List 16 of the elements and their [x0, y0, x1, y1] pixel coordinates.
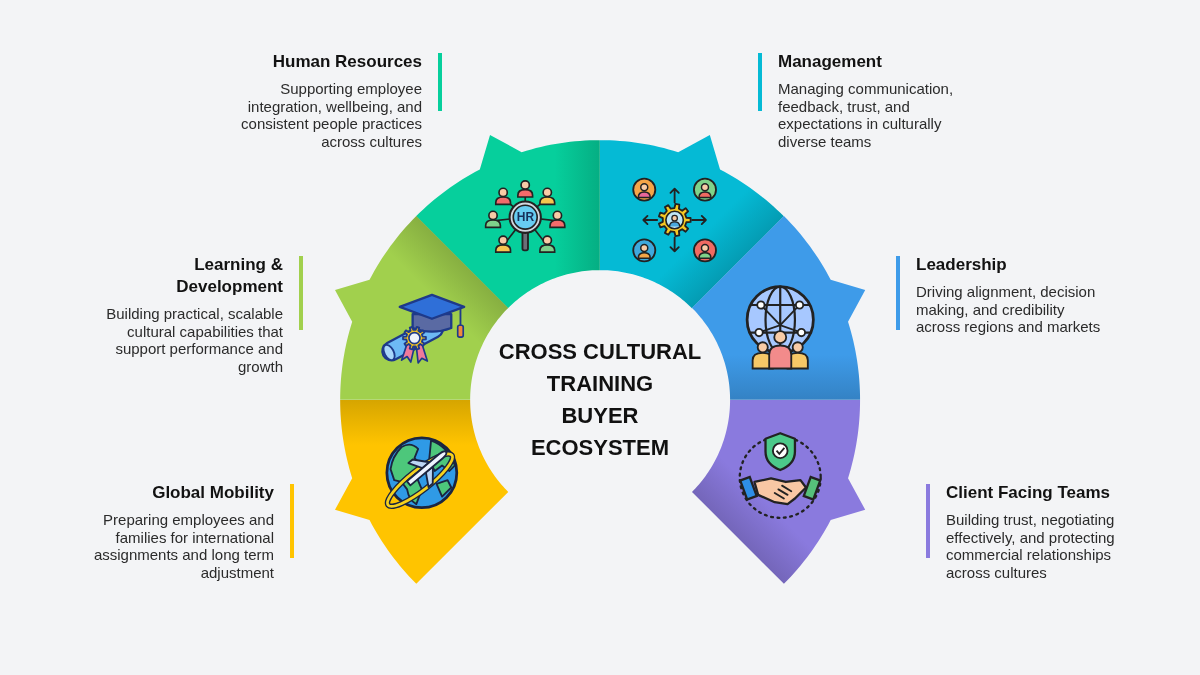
segment-heading: Leadership [916, 254, 1007, 276]
segment-heading: Human Resources [272, 51, 422, 73]
segment-description: Preparing employees and families for international assignments and long term adjustment [92, 511, 274, 581]
segment-description: Managing communication, feedback, trust, and expectations in culturally diverse teams [778, 80, 955, 150]
segment-description: Building trust, negotiating effectively, and protecting commercial relationships across cultures [946, 511, 1116, 581]
segment-description: Supporting employee integration, wellbeing, and consistent people practices across cultures [240, 80, 422, 150]
ring-segment [334, 400, 509, 584]
ring-segment [691, 400, 866, 584]
segment-heading: Global Mobility [152, 482, 274, 504]
hub-title: CROSS CULTURAL TRAINING BUYER ECOSYSTEM [485, 336, 715, 464]
segment-heading: Learning & Development [175, 254, 283, 298]
segment-heading: Client Facing Teams [946, 482, 1111, 504]
segment-heading: Management [778, 51, 882, 73]
segment-description: Driving alignment, decision making, and credibility across regions and markets [916, 283, 1102, 336]
segment-description: Building practical, scalable cultural capabilities that support performance and growth [105, 305, 283, 375]
lens-label: HR [516, 210, 535, 224]
